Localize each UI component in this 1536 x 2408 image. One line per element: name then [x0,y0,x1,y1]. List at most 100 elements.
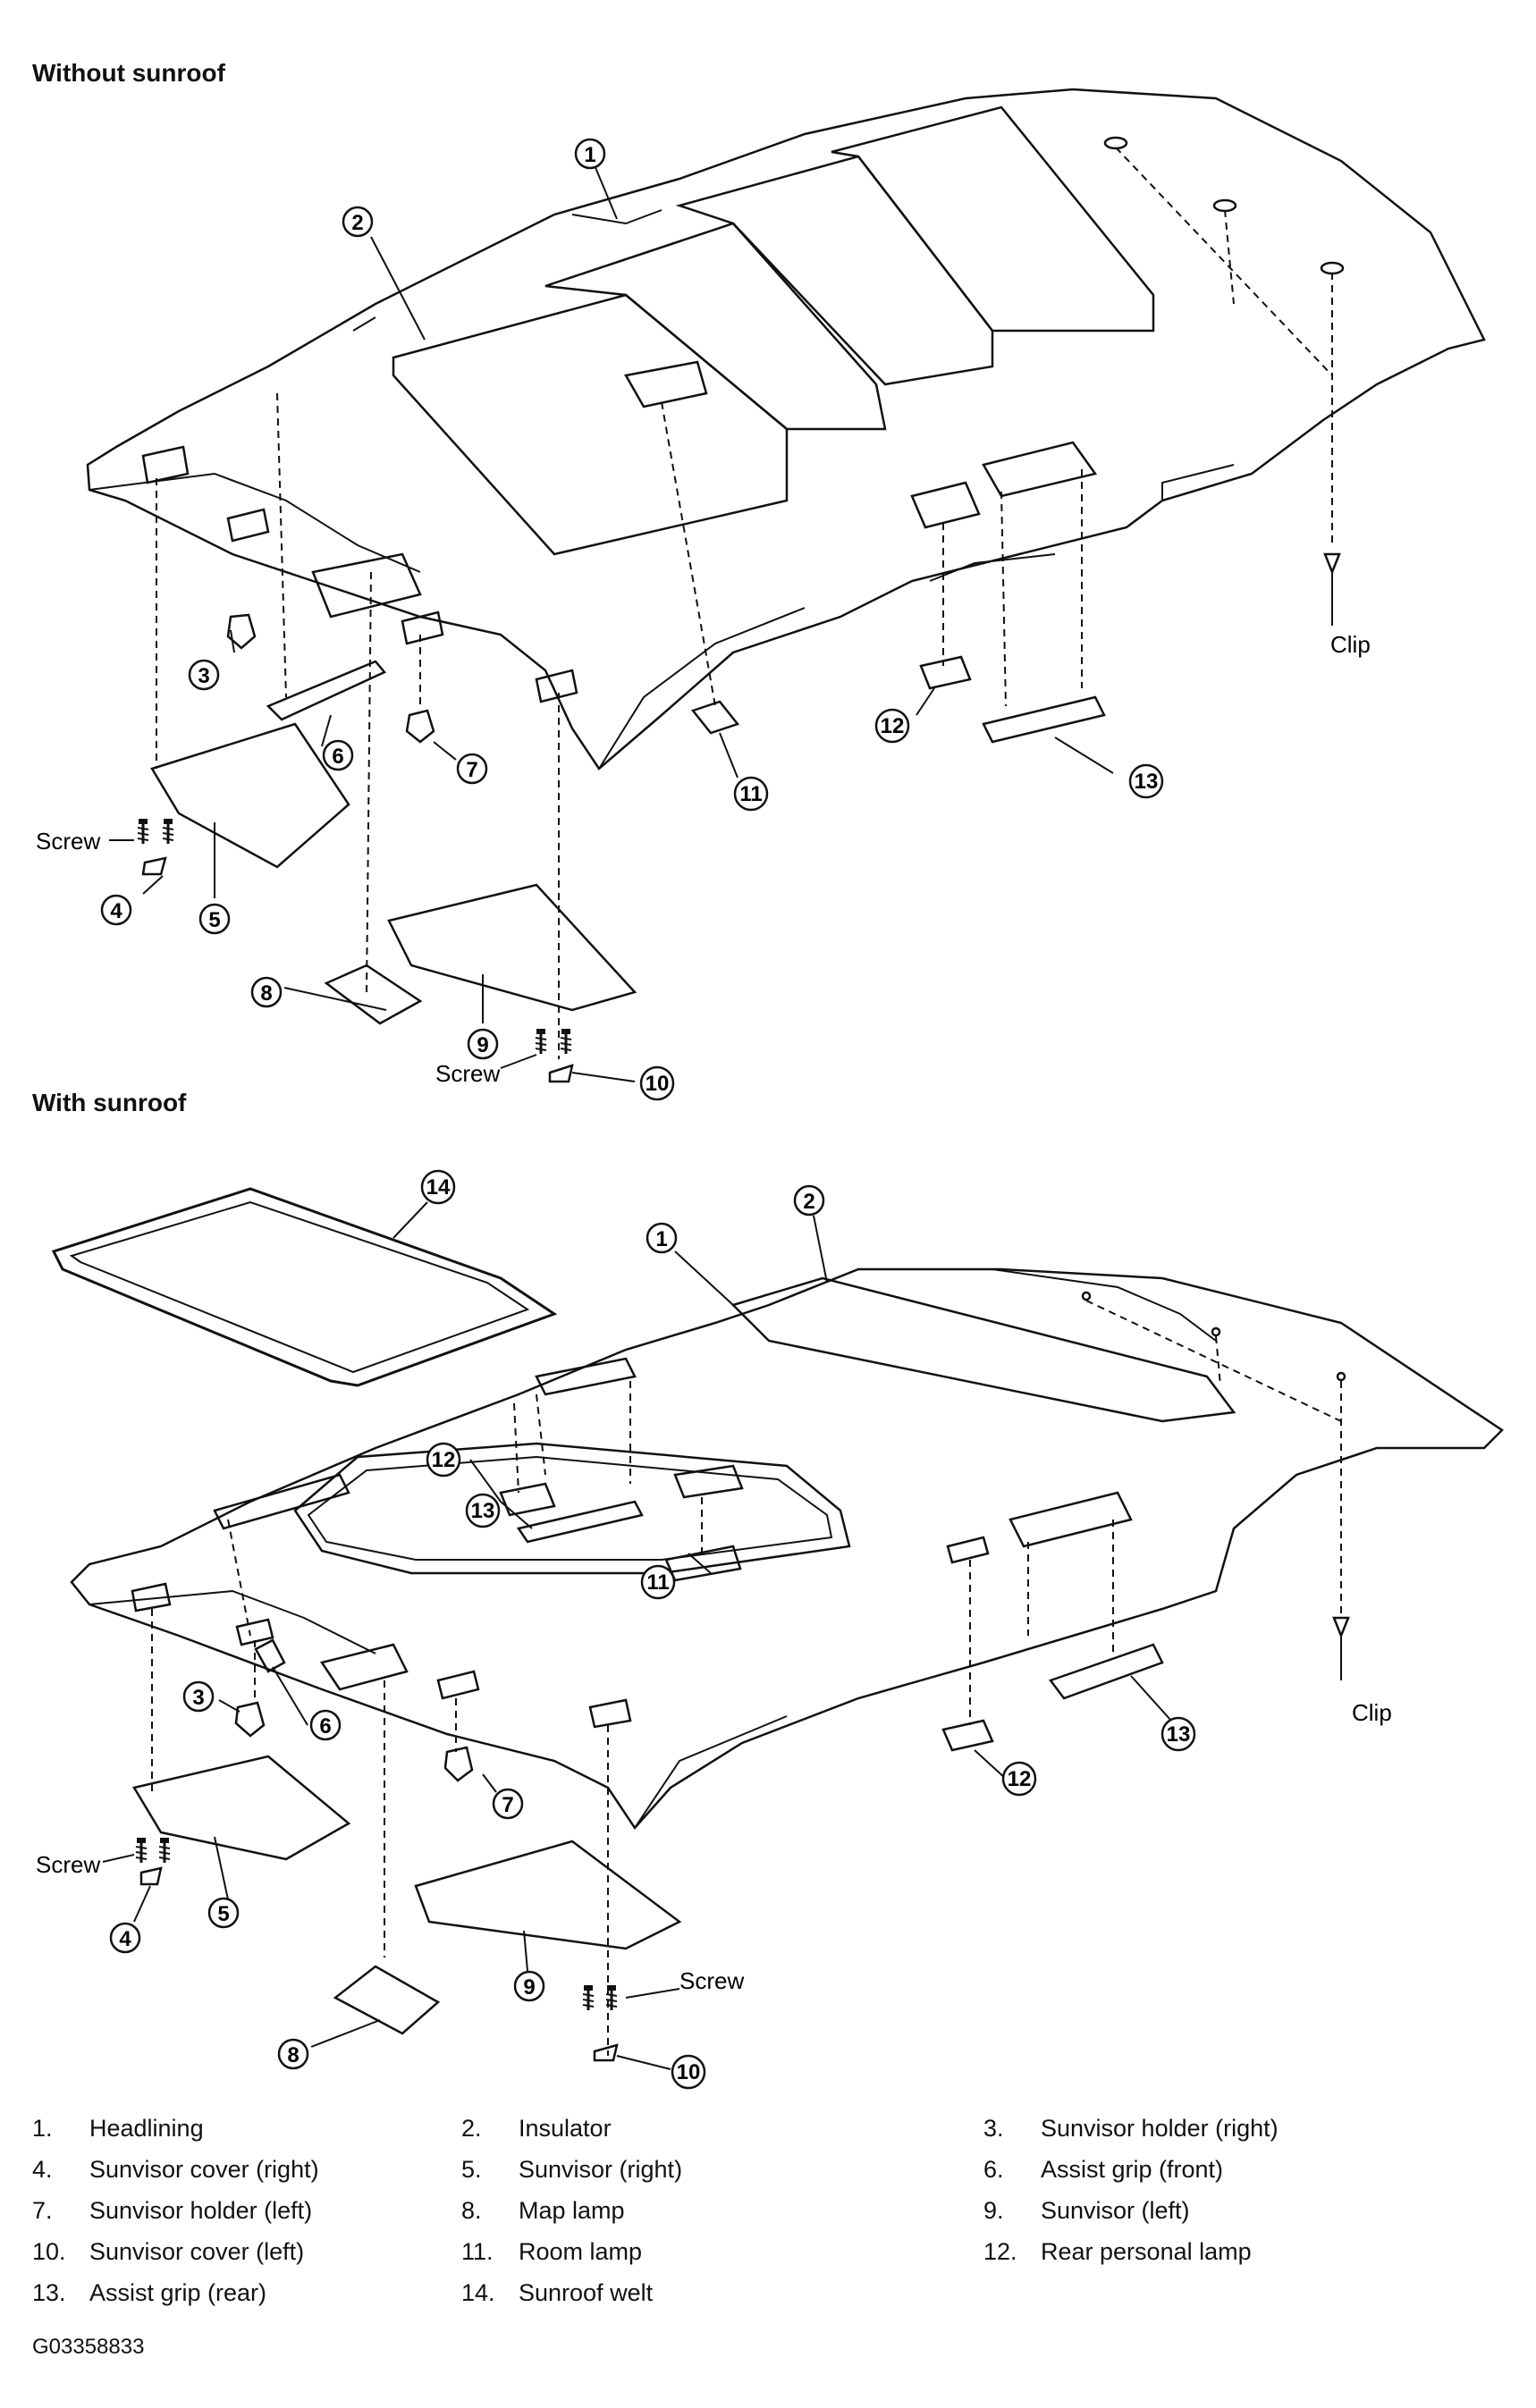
svg-text:7: 7 [502,1793,513,1817]
assist-grip-front-bottom [254,1638,286,1673]
svg-text:2: 2 [803,1190,814,1214]
rear-personal-lamp-inner [499,1482,556,1517]
svg-text:11: 11 [646,1570,669,1595]
svg-text:6: 6 [319,1714,331,1739]
screw-label-top-right: Screw [435,1060,500,1087]
svg-text:6: 6 [332,745,343,769]
callout-11-top: 11 [733,776,769,812]
svg-text:12: 12 [1008,1767,1032,1791]
sunvisor-cover-left-bottom [593,2043,619,2062]
svg-text:2: 2 [351,211,363,235]
svg-text:10: 10 [677,2060,701,2084]
sunvisor-cover-right-bottom [139,1866,163,1886]
callout-4-bottom: 4 [109,1922,141,1954]
rear-personal-lamp-top [919,655,972,690]
callout-3-bottom: 3 [182,1680,215,1713]
assembly-lines-top [156,147,1333,1059]
callout-7-top: 7 [456,753,488,785]
room-lamp-top [690,700,740,735]
svg-text:1: 1 [584,143,595,167]
callout-2-top: 2 [342,206,374,238]
clip-label-top: Clip [1330,631,1371,658]
sunvisor-cover-right-top [141,856,167,876]
sunvisor-holder-left-bottom [443,1746,474,1782]
sunvisor-holder-right-bottom [234,1701,266,1738]
svg-text:10: 10 [646,1072,670,1096]
svg-text:9: 9 [477,1033,488,1057]
exploded-diagram: 1 2 3 4 5 6 7 8 9 10 11 12 13 14 1 2 12 … [36,88,1504,2090]
callout-4-top: 4 [100,894,132,926]
sunvisor-holder-left-top [405,709,435,744]
svg-text:11: 11 [739,782,762,806]
clip-icon-bottom [1332,1616,1350,1639]
svg-text:14: 14 [426,1175,451,1200]
callout-12-bottom-inner: 12 [426,1442,461,1478]
sunvisor-holder-right-top [226,613,257,650]
callout-8-bottom: 8 [277,2038,309,2070]
headlining-without-sunroof [86,88,1486,770]
svg-text:4: 4 [110,899,122,923]
callouts: 1 2 3 4 5 6 7 8 9 10 11 12 13 14 1 2 12 … [100,138,1196,2090]
svg-text:12: 12 [881,714,905,738]
section-title-with-sunroof: With sunroof [32,1089,187,1116]
assist-grip-rear-top [982,695,1106,744]
callout-3-top: 3 [188,659,220,691]
callout-1-bottom: 1 [646,1222,678,1254]
rear-personal-lamp-bottom [941,1719,994,1752]
parts-top [141,552,1341,1083]
clip-icon-top [1323,552,1341,576]
section-title-without-sunroof: Without sunroof [32,59,225,87]
callout-10-top: 10 [639,1065,675,1101]
sunvisor-right-bottom [132,1755,351,1861]
sunvisor-left-top [387,883,637,1012]
svg-text:9: 9 [523,1975,535,2000]
callout-13-bottom: 13 [1160,1716,1196,1752]
svg-text:1: 1 [655,1227,667,1251]
callout-14-bottom: 14 [420,1169,456,1205]
headlining-with-sunroof [70,1267,1504,1831]
leader-lines-bottom [102,1201,1342,2070]
figure-id: G03358833 [32,2335,145,2359]
leader-lines-top [109,164,1333,1082]
svg-text:13: 13 [1167,1722,1191,1747]
callout-6-top: 6 [322,739,354,771]
svg-text:5: 5 [217,1902,229,1926]
map-lamp-bottom [333,1965,441,2035]
sunvisor-right-top [150,722,350,869]
callout-9-bottom: 9 [513,1970,545,2002]
svg-text:4: 4 [119,1927,131,1951]
callout-7-bottom: 7 [492,1788,524,1820]
callout-13-bottom-inner: 13 [465,1493,501,1528]
svg-text:5: 5 [208,908,220,932]
sunroof-welt-part [51,1187,558,1387]
svg-text:13: 13 [471,1499,495,1523]
screw-label-bottom-left: Screw [36,1851,100,1878]
screw-icon-bottom [134,1836,619,2012]
svg-text:7: 7 [466,758,477,782]
screw-icon-top [136,817,573,1056]
callout-12-bottom: 12 [1001,1761,1037,1797]
svg-text:8: 8 [287,2043,299,2067]
legend: 1.Headlining 2.Insulator 3.Sunvisor hold… [32,2115,1279,2306]
callout-6-bottom: 6 [309,1709,342,1741]
screw-label-bottom-right: Screw [679,1967,744,1994]
callout-9-top: 9 [467,1028,499,1060]
callout-8-top: 8 [250,976,283,1008]
callout-13-top: 13 [1128,763,1164,799]
assembly-lines-bottom [151,1300,1342,2056]
callout-5-top: 5 [198,903,231,935]
assist-grip-rear-inner [516,1500,644,1544]
assist-grip-front-top [266,660,387,721]
assist-grip-rear-bottom [1048,1643,1164,1700]
callout-5-bottom: 5 [207,1897,240,1929]
sunvisor-cover-left-top [548,1064,574,1083]
part-labels: Screw Screw Clip Screw Screw Clip [36,631,1392,1994]
svg-text:3: 3 [192,1686,204,1710]
callout-2-bottom: 2 [793,1184,825,1217]
sunvisor-left-bottom [414,1840,682,1950]
map-lamp-top [324,964,423,1025]
screw-label-top-left: Screw [36,828,100,855]
svg-text:8: 8 [260,981,272,1006]
callout-1-top: 1 [574,138,606,170]
svg-text:12: 12 [432,1448,456,1472]
